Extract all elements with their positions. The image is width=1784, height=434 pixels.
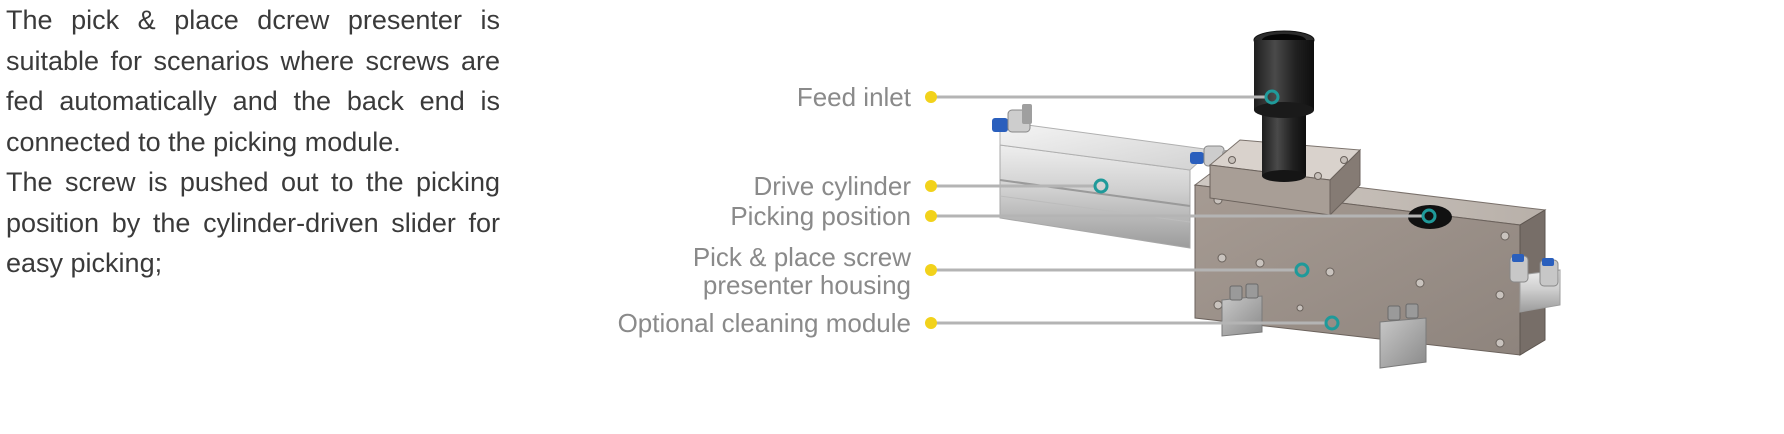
callout-dot-icon [925, 180, 937, 192]
picking-hole [1408, 205, 1452, 229]
callout-leaders [931, 95, 1423, 325]
callout-label-picking-position: Picking position [730, 201, 911, 231]
target-ring-icon [1324, 315, 1340, 331]
feed-tube [1253, 30, 1315, 182]
callout-label-drive-cylinder: Drive cylinder [753, 171, 912, 201]
callout-label-cleaning-module: Optional cleaning module [617, 308, 911, 338]
machine-drawing [992, 30, 1561, 369]
air-fitting-icon [1509, 254, 1559, 287]
callout-dots [925, 91, 937, 329]
target-ring-icon [1421, 208, 1437, 224]
callout-label-feed-inlet: Feed inlet [796, 82, 911, 112]
target-ring-icon [1093, 178, 1109, 194]
cleaning-module-blocks [1221, 283, 1427, 369]
callout-targets [1093, 89, 1437, 331]
target-ring-icon [1294, 262, 1310, 278]
callout-label-housing-line2: presenter housing [702, 270, 911, 300]
callout-dot-icon [925, 317, 937, 329]
callout-dot-icon [925, 91, 937, 103]
callout-dot-icon [925, 264, 937, 276]
air-fitting-icon [992, 104, 1032, 133]
description-text: The pick & place dcrew presenter is suit… [6, 0, 500, 284]
target-ring-icon [1264, 89, 1280, 105]
callout-dot-icon [925, 210, 937, 222]
callout-label-housing: Pick & place screw presenter housing [693, 243, 911, 299]
description-paragraph-2: The screw is pushed out to the picking p… [6, 167, 500, 278]
callout-label-housing-line1: Pick & place screw [692, 242, 911, 272]
description-paragraph-1: The pick & place dcrew presenter is suit… [6, 5, 500, 157]
